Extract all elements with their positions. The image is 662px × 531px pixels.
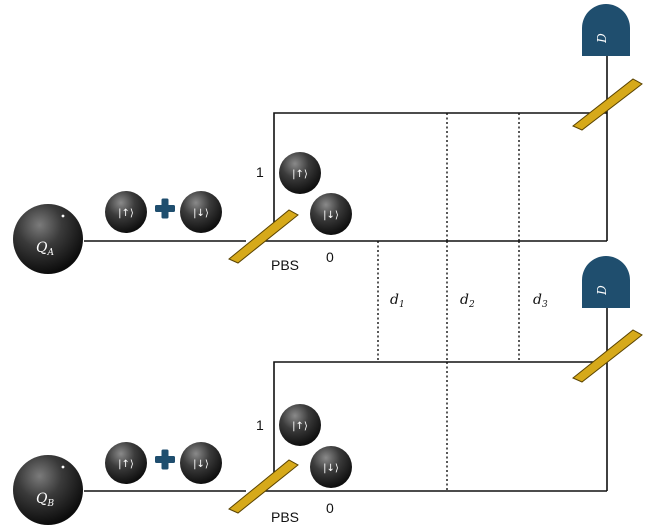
ket-up-port-1-top	[279, 152, 321, 194]
port-0-label-top: 0	[326, 249, 334, 265]
detector-icon: D	[582, 4, 630, 56]
ket-down-a-label: |↓⟩	[193, 208, 209, 219]
top-branch: QA |↑⟩ |↓⟩ PBS 1 0 |↑⟩ |↓⟩ D	[13, 4, 643, 274]
qubit-a-label: QA	[36, 240, 54, 258]
ket-down-a	[180, 191, 222, 233]
qubit-b-sphere	[13, 455, 83, 525]
ket-down-port-0-bottom-label: |↓⟩	[323, 463, 339, 474]
port-1-label-top: 1	[256, 164, 264, 180]
qubit-b-label: QB	[36, 491, 54, 509]
ket-down-port-0-top-label: |↓⟩	[323, 210, 339, 221]
pbs-label-top: PBS	[271, 257, 299, 273]
qubit-a-glint	[61, 214, 65, 218]
ket-down-b-label: |↓⟩	[193, 459, 209, 470]
plus-icon	[155, 198, 175, 219]
distance-markers: d1 d2 d3	[377, 241, 548, 362]
mirror-icon	[572, 329, 643, 383]
qubit-b-glint	[61, 465, 65, 469]
ket-up-b	[105, 442, 147, 484]
ket-up-port-1-top-label: |↑⟩	[292, 169, 308, 180]
ket-down-port-0-top	[310, 193, 352, 235]
detector-icon: D	[582, 256, 630, 308]
mirror-icon	[228, 209, 299, 264]
pbs-label-bottom: PBS	[271, 509, 299, 525]
ket-up-a	[105, 191, 147, 233]
arm-1-top	[273, 112, 607, 232]
detector-label-bottom: D	[595, 285, 609, 296]
arm-1-bottom	[273, 361, 607, 482]
mirror-icon	[228, 459, 299, 514]
d1-label: d1	[390, 292, 405, 310]
ket-down-b	[180, 442, 222, 484]
d3-label: d3	[533, 292, 548, 310]
ket-up-a-label: |↑⟩	[118, 208, 134, 219]
ket-up-port-1-bottom-label: |↑⟩	[292, 421, 308, 432]
d2-label: d2	[460, 292, 475, 310]
plus-icon	[155, 449, 175, 470]
detector-label-top: D	[595, 33, 609, 44]
qubit-a-sphere	[13, 204, 83, 274]
ket-up-port-1-bottom	[279, 404, 321, 446]
port-1-label-bottom: 1	[256, 417, 264, 433]
ket-down-port-0-bottom	[310, 446, 352, 488]
bottom-branch: QB |↑⟩ |↓⟩ PBS 1 0 |↑⟩ |↓⟩ D	[13, 256, 643, 525]
ket-up-b-label: |↑⟩	[118, 459, 134, 470]
port-0-label-bottom: 0	[326, 500, 334, 516]
mirror-icon	[572, 78, 643, 131]
